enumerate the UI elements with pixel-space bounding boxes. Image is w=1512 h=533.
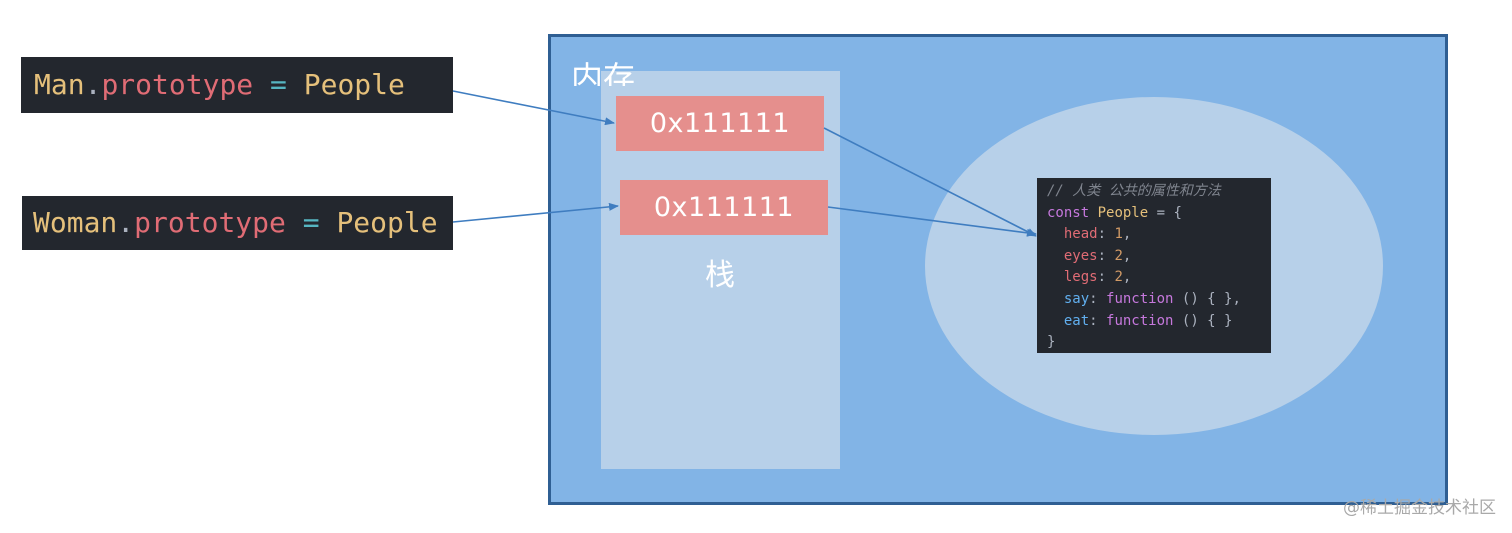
code-prop-key: head — [1063, 226, 1098, 243]
code-object: Man — [34, 68, 85, 101]
code-punctuation: = { — [1156, 204, 1182, 221]
code-prop-value: 2 — [1114, 269, 1123, 286]
code-method-key: eat — [1063, 312, 1090, 329]
code-method-key: say — [1063, 290, 1090, 307]
code-prop-key: eyes — [1063, 247, 1098, 264]
code-method-line: eat: function () { } — [1063, 312, 1233, 329]
code-function-body: () { } — [1181, 290, 1233, 307]
code-prop-value: 1 — [1114, 226, 1123, 243]
code-function-body: () { } — [1181, 312, 1233, 329]
code-value: People — [336, 206, 438, 239]
stack-label: 栈 — [705, 258, 735, 293]
arrow-woman-to-stack — [452, 202, 619, 223]
code-dot: . — [117, 206, 135, 239]
code-function-keyword: function — [1106, 312, 1174, 329]
stack-address-woman: 0x111111 — [620, 180, 828, 235]
woman-prototype-code: Woman.prototype = People — [22, 196, 453, 250]
code-prop-line: legs: 2, — [1063, 269, 1132, 286]
code-value: People — [303, 68, 405, 101]
code-object-name: People — [1097, 204, 1149, 221]
code-operator: = — [270, 68, 287, 101]
code-property: prototype — [134, 206, 286, 239]
code-declaration: const People = { — [1047, 203, 1271, 225]
code-method-line: say: function () { }, — [1063, 290, 1241, 307]
code-dot: . — [84, 68, 102, 101]
code-function-keyword: function — [1106, 290, 1174, 307]
stack-address-man: 0x111111 — [616, 96, 824, 151]
code-comment: // 人类 公共的属性和方法 — [1047, 183, 1221, 199]
arrow-man-to-stack — [452, 90, 615, 126]
code-prop-line: head: 1, — [1063, 226, 1132, 243]
code-object: Woman — [33, 206, 118, 239]
arrow-stack-to-heap-1 — [823, 127, 1037, 237]
code-prop-tail: , — [1122, 247, 1132, 264]
code-prop-line: eyes: 2, — [1063, 247, 1132, 264]
arrow-stack-to-heap-2 — [827, 206, 1037, 237]
memory-label: 内存 — [571, 59, 636, 86]
code-property: prototype — [101, 68, 254, 101]
code-keyword: const — [1047, 204, 1090, 221]
watermark: @稀土掘金技术社区 — [1343, 498, 1496, 518]
code-prop-tail: , — [1122, 226, 1132, 243]
code-operator: = — [302, 206, 320, 239]
code-prop-tail: , — [1232, 290, 1241, 307]
code-prop-key: legs — [1063, 269, 1098, 286]
code-prop-value: 2 — [1114, 247, 1123, 264]
man-prototype-code: Man.prototype = People — [21, 57, 453, 113]
code-close-brace: } — [1047, 334, 1056, 351]
code-prop-tail: , — [1122, 269, 1132, 286]
